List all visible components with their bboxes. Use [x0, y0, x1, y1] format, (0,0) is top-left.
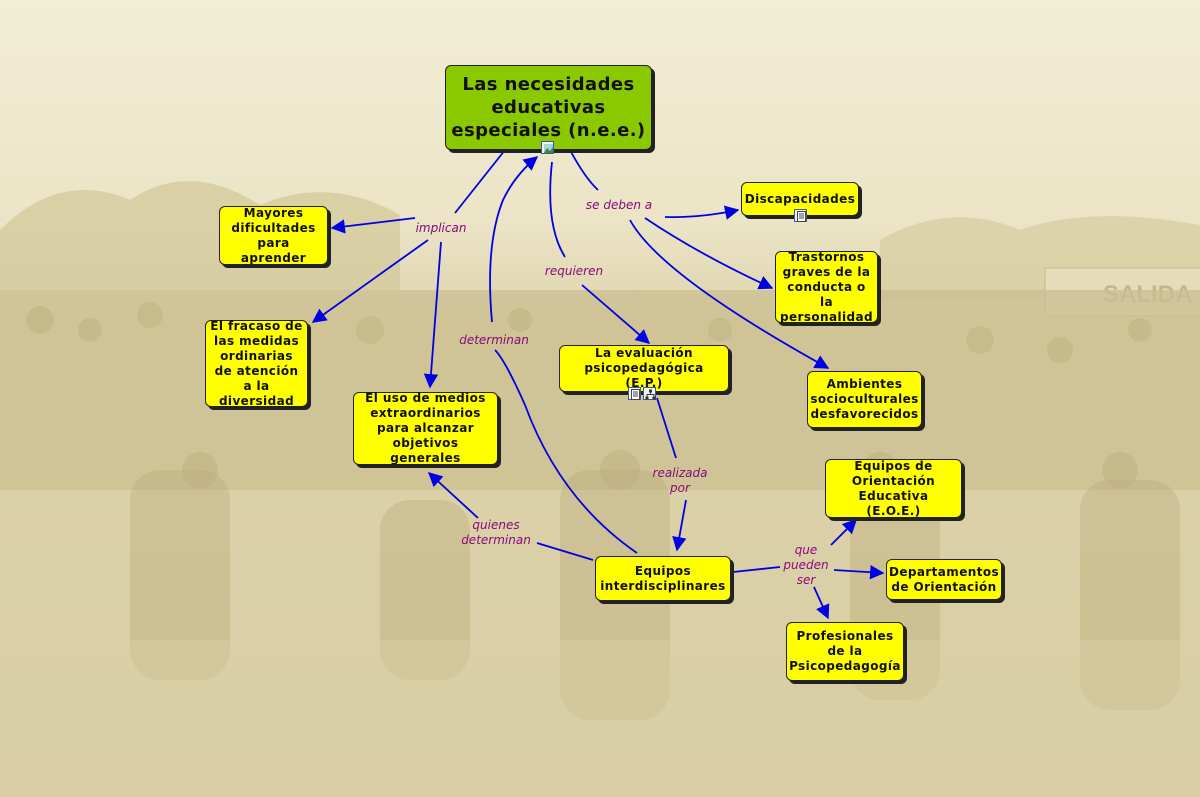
connector-determinan-root: [489, 156, 539, 323]
node-equipos-interdisciplinares[interactable]: Equipos interdisciplinares: [595, 556, 731, 601]
connector-sedeben-ambientes: [629, 219, 830, 369]
connector-quepueden-profesionales: [813, 586, 830, 620]
root-concept-node[interactable]: Las necesidades educativas especiales (n…: [445, 65, 652, 150]
node-label: Profesionales de la Psicopedagogía: [789, 629, 901, 673]
link-label-text: quienes determinan: [461, 518, 531, 547]
link-label-text: realizada por: [652, 466, 708, 495]
node-label: Departamentos de Orientación: [888, 564, 1000, 594]
connector-quepueden-departamentos: [833, 565, 885, 580]
link-label-quienes-determinan: quienes determinan: [456, 518, 536, 548]
node-label: El uso de medios extraordinarios para al…: [365, 391, 486, 465]
link-label-se-deben-a: se deben a: [585, 198, 653, 212]
connector-root-sedeben: [569, 149, 599, 191]
connector-realizada-equipos: [672, 499, 687, 552]
concept-map-icon[interactable]: [643, 387, 656, 400]
node-equipos-orientacion-educativa[interactable]: Equipos de Orientación Educativa (E.O.E.…: [825, 459, 962, 518]
node-fracaso-medidas[interactable]: El fracaso de las medidas ordinarias de …: [205, 318, 308, 408]
connector-sedeben-trastornos: [644, 217, 774, 290]
link-label-que-pueden-ser: que pueden ser: [780, 543, 832, 588]
connector-equipos-determinan: [494, 349, 638, 554]
node-evaluacion-psicopedagogica[interactable]: La evaluación psicopedagógica (E.P.): [559, 345, 729, 392]
connector-implican-fracaso: [311, 239, 429, 323]
node-label: Trastornos graves de la conducta o la pe…: [780, 249, 873, 324]
node-profesionales-psicopedagogia[interactable]: Profesionales de la Psicopedagogía: [786, 622, 904, 681]
connector-requieren-evaluacion: [581, 284, 651, 344]
connector-quepueden-eoe: [830, 518, 858, 546]
link-label-implican: implican: [415, 221, 467, 235]
node-label: Mayores dificultades para aprender: [231, 205, 316, 265]
document-icon[interactable]: [628, 387, 641, 400]
image-icon[interactable]: [541, 141, 554, 154]
node-departamentos-orientacion[interactable]: Departamentos de Orientación: [886, 559, 1002, 600]
node-label: El fracaso de las medidas ordinarias de …: [210, 318, 303, 408]
link-label-determinan: determinan: [459, 333, 529, 347]
link-label-requieren: requieren: [544, 264, 604, 278]
node-label: Equipos de Orientación Educativa (E.O.E.…: [851, 458, 936, 518]
connector-quienes-medios: [427, 472, 479, 519]
connector-root-implican: [454, 149, 506, 214]
link-label-text: que pueden ser: [783, 543, 829, 587]
connector-evaluacion-realizada: [656, 397, 677, 459]
connector-sedeben-discapacidades: [664, 205, 740, 220]
node-medios-extraordinarios[interactable]: El uso de medios extraordinarios para al…: [353, 391, 498, 465]
node-label: La evaluación psicopedagógica (E.P.): [584, 346, 704, 390]
document-icon[interactable]: [794, 209, 807, 222]
connector-implican-mayores: [330, 217, 416, 234]
connector-equipos-quienes: [536, 542, 594, 561]
node-mayores-dificultades[interactable]: Mayores dificultades para aprender: [219, 206, 328, 265]
node-label: Ambientes socioculturales desfavorecidos: [810, 377, 919, 421]
node-label: Discapacidades: [744, 191, 856, 206]
link-label-realizada-por: realizada por: [645, 466, 715, 496]
node-trastornos-graves[interactable]: Trastornos graves de la conducta o la pe…: [775, 249, 878, 324]
connector-implican-medios: [423, 241, 442, 389]
connector-root-requieren: [549, 161, 566, 258]
connector-equipos-quepueden: [732, 566, 781, 573]
node-label: Equipos interdisciplinares: [600, 563, 726, 593]
root-concept-label: Las necesidades educativas especiales (n…: [451, 74, 646, 141]
node-ambientes-socioculturales[interactable]: Ambientes socioculturales desfavorecidos: [807, 371, 922, 428]
